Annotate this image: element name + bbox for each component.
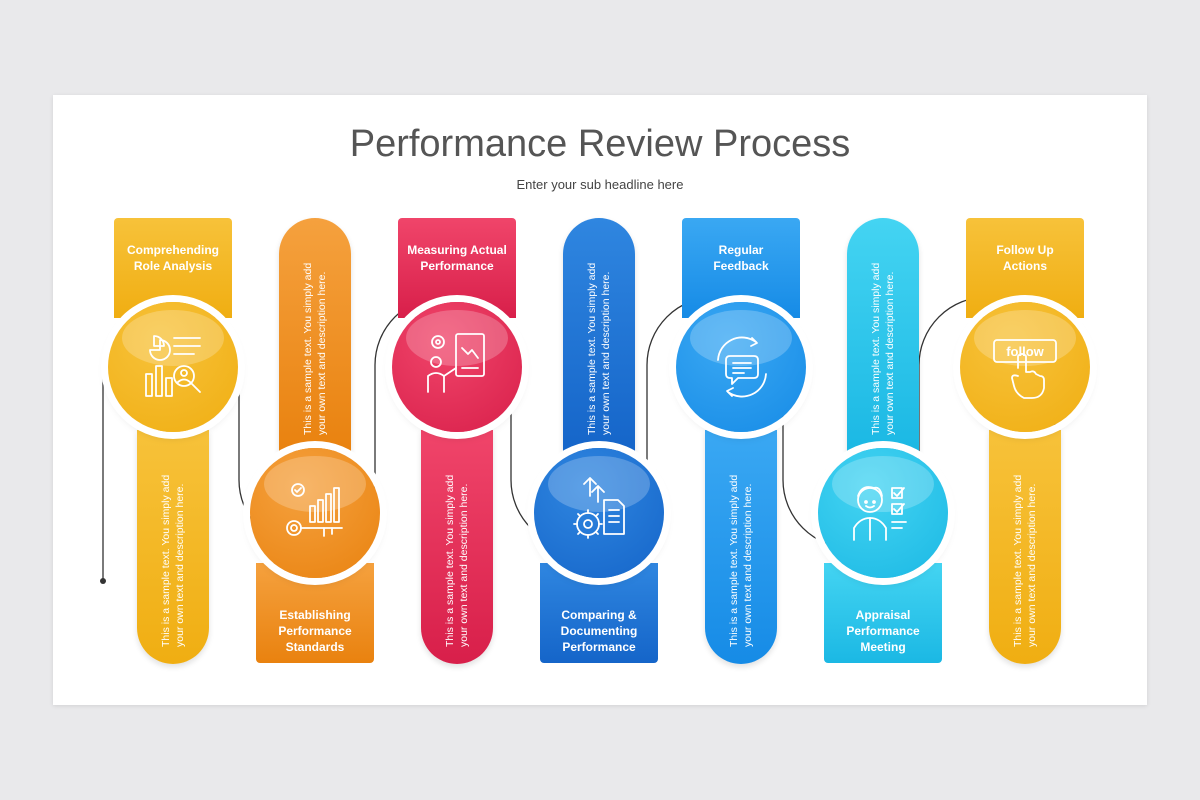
- key-growth-chart-icon: [286, 483, 343, 537]
- step-description-line: This is a sample text. You simply add: [870, 262, 882, 435]
- step-description-line: your own text and description here.: [742, 483, 754, 647]
- step-description-line: your own text and description here.: [1026, 483, 1038, 647]
- meeting-checklist-icon: [853, 486, 907, 541]
- step-label-line: Performance: [278, 624, 352, 638]
- step-label-line: Performance: [846, 624, 920, 638]
- step-label-line: Feedback: [713, 259, 769, 273]
- step-icon-circle: [676, 302, 806, 432]
- step-icon-circle: [534, 448, 664, 578]
- step-description-line: your own text and description here.: [316, 271, 328, 435]
- step-description-line: This is a sample text. You simply add: [302, 262, 314, 435]
- gear-document-icon: [573, 477, 625, 539]
- step-label-line: Actions: [1002, 259, 1047, 273]
- step-label-line: Appraisal: [855, 608, 911, 622]
- step-icon-circle: [108, 302, 238, 432]
- step-description-line: This is a sample text. You simply add: [160, 474, 172, 647]
- presentation-icon: [427, 333, 485, 393]
- step-description-line: your own text and description here.: [884, 271, 896, 435]
- step-description-line: This is a sample text. You simply add: [586, 262, 598, 435]
- step-description-line: your own text and description here.: [174, 483, 186, 647]
- slide-title: Performance Review Process: [349, 123, 851, 165]
- step-icon-circle: [818, 448, 948, 578]
- step-description-line: your own text and description here.: [458, 483, 470, 647]
- step-label-line: Comprehending: [127, 243, 219, 257]
- slide-subtitle: Enter your sub headline here: [516, 177, 684, 192]
- step-icon-circle: [392, 302, 522, 432]
- step-icon-circle: [250, 448, 380, 578]
- step-icon-circle: follow: [960, 302, 1090, 432]
- step-label-line: Follow Up: [996, 243, 1054, 257]
- step-label-line: Role Analysis: [133, 259, 213, 273]
- slide: Performance Review Process Enter your su…: [53, 95, 1147, 705]
- step-label-line: Standards: [285, 640, 345, 654]
- step-description-line: This is a sample text. You simply add: [728, 474, 740, 647]
- step-label-line: Documenting: [560, 624, 638, 638]
- step-description-line: your own text and description here.: [600, 271, 612, 435]
- analytics-magnifier-icon: [145, 335, 201, 397]
- step-label-line: Performance: [420, 259, 494, 273]
- follow-hand-icon: follow: [993, 339, 1057, 399]
- step-label-line: Meeting: [860, 640, 906, 654]
- step-description-line: This is a sample text. You simply add: [444, 474, 456, 647]
- step-label-line: Comparing &: [561, 608, 637, 622]
- step-label-line: Measuring Actual: [407, 243, 507, 257]
- feedback-chat-icon: [717, 336, 767, 398]
- step-description-line: This is a sample text. You simply add: [1012, 474, 1024, 647]
- step-label-line: Regular: [718, 243, 764, 257]
- step-label-line: Performance: [562, 640, 636, 654]
- step-label: Follow Up Actions: [966, 218, 1084, 318]
- step-label-line: Establishing: [279, 608, 351, 622]
- follow-icon-text: follow: [1006, 344, 1044, 359]
